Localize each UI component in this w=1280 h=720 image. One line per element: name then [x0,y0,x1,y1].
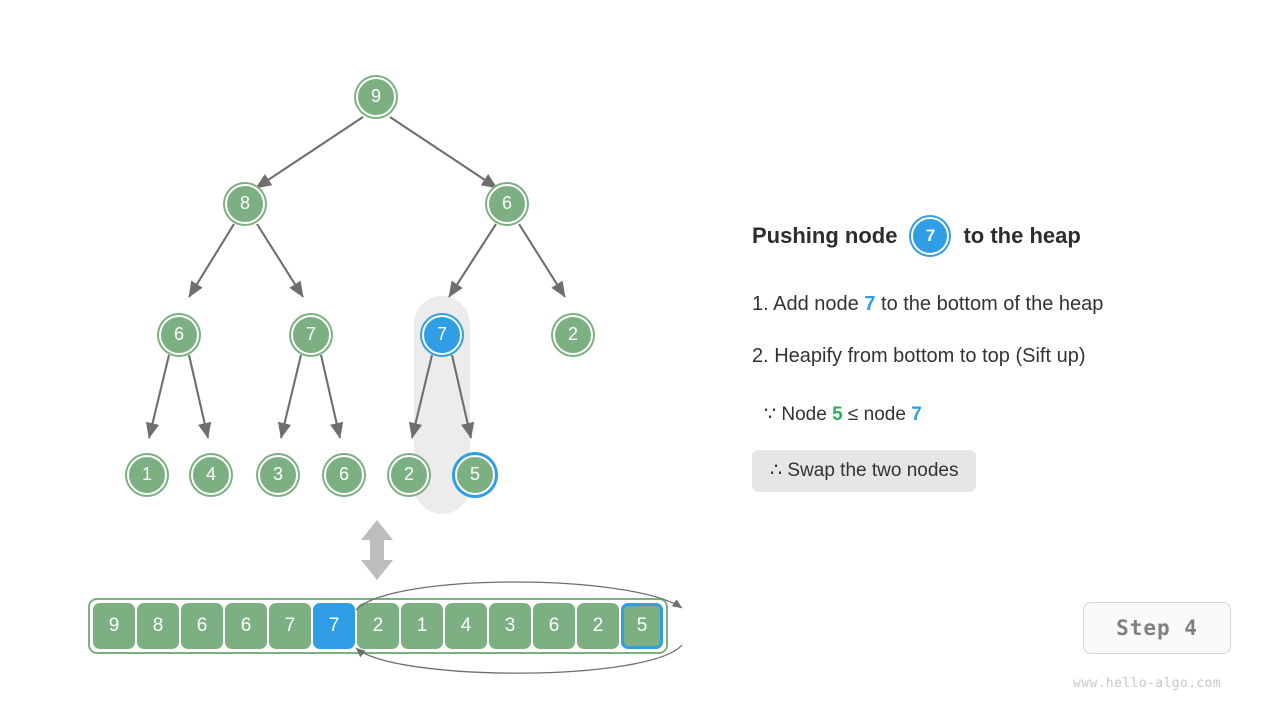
array-cell: 7 [313,603,355,649]
array-cell: 6 [181,603,223,649]
tree-node: 8 [225,184,265,224]
array-cell: 2 [577,603,619,649]
reason-text: ∵ Node 5 ≤ node 7 [764,403,922,426]
tree-node-value: 9 [370,86,381,106]
therefore-symbol: ∴ [770,460,783,481]
array-cell: 2 [357,603,399,649]
array-cell: 8 [137,603,179,649]
tree-node-value: 6 [501,193,512,213]
title-prefix: Pushing node [752,223,898,248]
double-arrow-vertical-icon [361,520,393,580]
tree-node: 6 [159,315,199,355]
tree-node-value: 6 [338,464,349,484]
tree-node: 7 [422,315,462,355]
watermark: www.hello-algo.com [1073,676,1222,691]
tree-node: 2 [389,455,429,495]
array-cell: 4 [445,603,487,649]
step-1-value: 7 [864,293,876,315]
tree-node: 2 [553,315,593,355]
tree-node: 3 [258,455,298,495]
tree-node: 9 [356,77,396,117]
page-title: Pushing node 7 to the heap [752,217,1081,255]
reason-operator: ≤ node [842,404,912,425]
step-1-suffix: to the bottom of the heap [875,293,1104,315]
array-cell: 3 [489,603,531,649]
step-1-prefix: 1. Add node [752,293,865,315]
title-node-badge: 7 [911,217,950,255]
tree-node-value: 2 [567,324,578,344]
reason-right-value: 7 [911,404,922,425]
tree-node-value: 6 [173,324,184,344]
title-suffix: to the heap [963,223,1081,248]
tree-node: 4 [191,455,231,495]
tree-node: 5 [455,455,495,495]
tree-node-value: 7 [436,324,447,344]
tree-node-value: 4 [205,464,216,484]
because-symbol: ∵ [764,404,777,425]
tree-node: 7 [291,315,331,355]
array-cell: 6 [533,603,575,649]
step-badge: Step 4 [1083,602,1231,654]
tree-node-value: 7 [305,324,316,344]
step-1-text: 1. Add node 7 to the bottom of the heap [752,293,1103,316]
tree-node: 1 [127,455,167,495]
tree-edges [146,116,566,439]
tree-node: 6 [487,184,527,224]
tree-node-value: 8 [239,193,250,213]
array-cell: 9 [93,603,135,649]
array-cell: 5 [621,603,663,649]
step-2-text: 2. Heapify from bottom to top (Sift up) [752,345,1086,367]
tree-node-value: 1 [141,464,152,484]
reason-prefix: Node [776,404,833,425]
tree-node-value: 3 [272,464,283,484]
tree-node-value: 5 [469,464,480,484]
explanation-panel: Pushing node 7 to the heap 1. Add node 7… [752,0,1280,720]
array-cell: 7 [269,603,311,649]
tree-node-value: 2 [403,464,414,484]
reason-left-value: 5 [832,404,843,425]
array-cell: 6 [225,603,267,649]
conclusion-badge: ∴ Swap the two nodes [752,450,977,492]
conclusion-text: Swap the two nodes [782,460,959,481]
array-cell: 1 [401,603,443,649]
tree-node: 6 [324,455,364,495]
